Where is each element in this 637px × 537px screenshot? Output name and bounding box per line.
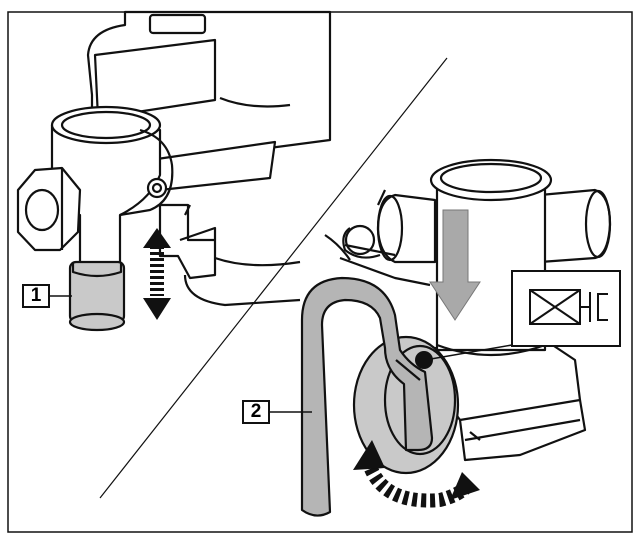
double-arrow-curved-icon	[353, 440, 480, 508]
callout-label-1: 1	[22, 284, 50, 308]
connection-point	[415, 351, 433, 369]
double-arrow-vertical-icon	[143, 228, 171, 320]
lever-tool	[300, 276, 434, 517]
callout-label-2: 2	[242, 400, 270, 424]
left-valve-assembly	[16, 10, 332, 332]
arrow-down-icon	[429, 209, 481, 321]
divider-line	[99, 57, 448, 499]
no-valve-attachment-icon	[511, 270, 621, 347]
leader-line	[424, 344, 513, 361]
